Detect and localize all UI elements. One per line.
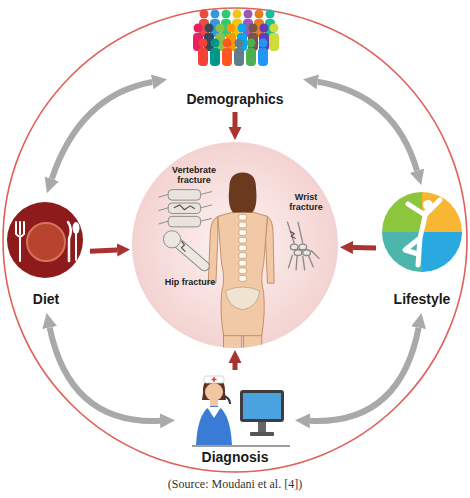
factor-label: Demographics xyxy=(186,91,283,107)
fracture-illustration xyxy=(130,140,340,350)
fracture-label: Wrist fracture xyxy=(277,193,335,213)
crowd-icon xyxy=(193,10,279,67)
feedback-arrow xyxy=(310,328,419,421)
influence-arrow xyxy=(233,363,238,370)
influence-arrow xyxy=(233,112,238,127)
fracture-label: Hip fracture xyxy=(159,278,221,288)
factor-node: Diet xyxy=(4,196,88,310)
center-disc xyxy=(132,142,338,348)
feedback-arrow xyxy=(50,328,160,421)
factor-node: Diagnosis xyxy=(178,372,292,468)
feedback-arrow xyxy=(318,82,417,171)
diet-icon xyxy=(7,202,83,278)
feedback-arrow xyxy=(52,82,153,179)
factor-label: Diagnosis xyxy=(202,449,269,465)
influence-arrow xyxy=(90,250,117,251)
fracture-label: Vertebrate fracture xyxy=(164,166,224,186)
factor-label: Diet xyxy=(33,291,59,307)
influence-arrow xyxy=(353,245,376,250)
outer-ring xyxy=(3,8,467,472)
woman-figure xyxy=(208,172,274,350)
factor-label: Lifestyle xyxy=(394,291,451,307)
fracture-circle: Vertebrate fractureWrist fractureHip fra… xyxy=(130,140,340,350)
factor-node: Lifestyle xyxy=(378,188,466,310)
figure-caption: (Source: Moudani et al. [4]) xyxy=(0,477,470,492)
wrist-sketch xyxy=(288,222,320,270)
lifestyle-icon xyxy=(382,192,462,272)
factor-node: Demographics xyxy=(170,6,300,110)
hip-sketch xyxy=(163,231,204,266)
vertebra-sketch xyxy=(159,190,212,227)
diagnosis-icon xyxy=(192,376,290,446)
